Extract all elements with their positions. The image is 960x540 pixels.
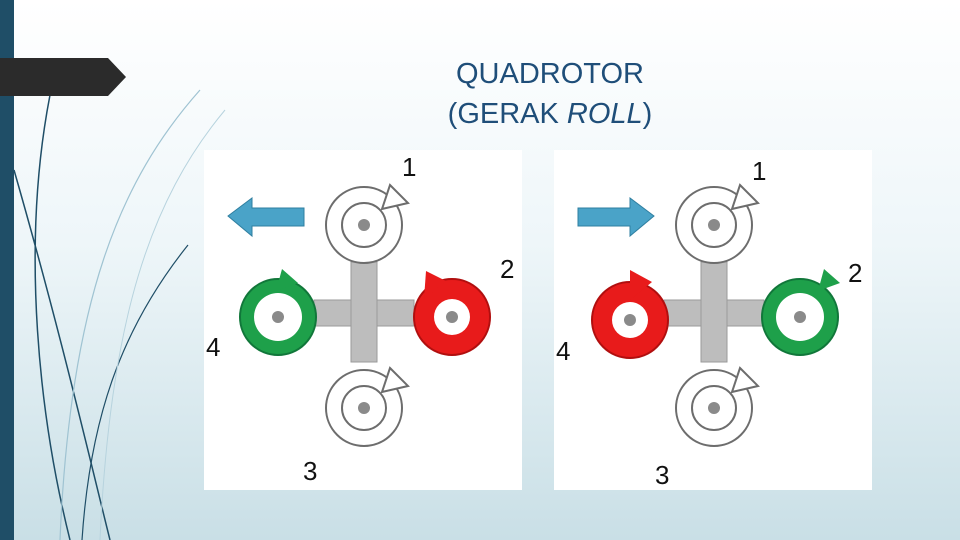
rotor-4-label: 4 <box>206 332 221 362</box>
rotor-1-label: 1 <box>752 156 767 186</box>
rotor-1-white <box>675 183 760 264</box>
title-line-2-italic: ROLL <box>566 98 643 130</box>
rotor-1-white <box>325 183 410 264</box>
slide-title: QUADROTOR (GERAK ROLL) <box>340 54 760 134</box>
title-line-2: (GERAK ROLL) <box>340 94 760 134</box>
rotor-3-white <box>675 366 760 447</box>
rotor-3-label: 3 <box>303 456 318 486</box>
rotor-2-label: 2 <box>848 258 863 288</box>
title-tab-marker <box>0 58 126 96</box>
rotor-4-red <box>591 270 669 359</box>
left-arrow-icon <box>227 197 305 238</box>
title-line-2-close: ) <box>642 98 653 130</box>
rotor-1-label: 1 <box>402 152 417 182</box>
title-line-1: QUADROTOR <box>456 58 644 90</box>
roll-diagram-left: 1 2 3 4 <box>204 150 522 490</box>
roll-diagram-right: 1 2 3 4 <box>554 150 872 490</box>
left-accent-bar <box>0 0 14 540</box>
title-line-2-open: (GERAK <box>447 98 567 130</box>
rotor-3-label: 3 <box>655 460 670 490</box>
frame-vertical <box>700 261 728 363</box>
rotor-2-red <box>413 271 491 356</box>
rotor-4-green <box>239 269 317 356</box>
rotor-3-white <box>325 366 410 447</box>
frame-vertical <box>350 261 378 363</box>
right-arrow-icon <box>577 197 655 238</box>
rotor-2-label: 2 <box>500 254 515 284</box>
rotor-4-label: 4 <box>556 336 571 366</box>
rotor-2-green <box>761 269 840 356</box>
